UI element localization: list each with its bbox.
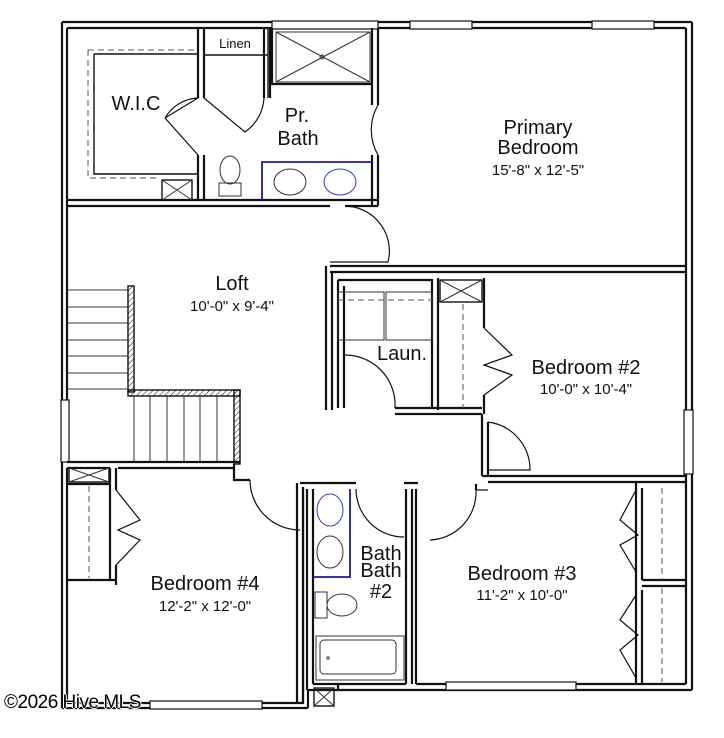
primary-bath-label-line2: Bath — [277, 128, 318, 150]
bath2-label-line2: Bath — [360, 560, 401, 582]
loft-label: Loft — [215, 273, 249, 295]
bedroom4-walls — [232, 464, 305, 703]
bath2-label-line1: Bath — [360, 543, 401, 565]
window-shower — [271, 20, 379, 30]
wic-label: W.I.C — [112, 93, 161, 115]
bedroom3-walls — [414, 484, 488, 684]
primary-suite-doors — [164, 97, 390, 263]
shower — [275, 31, 371, 83]
bedroom3-label: Bedroom #3 — [468, 563, 577, 585]
loft-dimensions: 10'-0" x 9'-4" — [190, 298, 274, 315]
primary-bath-fixtures — [218, 155, 372, 200]
bedroom4-label: Bedroom #4 — [151, 573, 260, 595]
bedroom4-closet — [67, 467, 142, 585]
windows — [60, 20, 694, 710]
bath2-fixtures — [313, 489, 405, 681]
window-stair — [60, 399, 70, 463]
primary-bath-label-line1: Pr. — [285, 105, 309, 127]
primary-bedroom-label-line2: Bedroom — [497, 137, 578, 159]
bedroom2-dimensions: 10'-0" x 10'-4" — [540, 381, 632, 398]
wic-shelving — [87, 49, 198, 201]
window-primary-2 — [591, 20, 655, 30]
linen-label: Linen — [219, 36, 251, 51]
primary-bedroom-walls — [330, 264, 686, 274]
bedroom2-closet — [436, 278, 514, 414]
window-bedroom4 — [149, 700, 263, 710]
bedroom3-closets — [619, 482, 686, 684]
copyright-watermark: ©2026 Hive MLS — [4, 692, 141, 713]
bedroom2-label: Bedroom #2 — [532, 357, 641, 379]
primary-suite-walls — [67, 28, 380, 208]
laundry-label: Laun. — [377, 343, 427, 365]
bedroom4-dimensions: 12'-2" x 12'-0" — [159, 598, 251, 615]
bath2-label-line3: #2 — [370, 581, 392, 603]
bedroom3-dimensions: 11'-2" x 10'-0" — [476, 587, 567, 604]
room-labels: W.I.C Linen Pr. Bath Primary Bedroom 15'… — [112, 36, 641, 615]
bath2-walls — [300, 481, 418, 707]
laundry-walls — [324, 266, 482, 416]
bedroom2-walls — [480, 414, 686, 484]
window-bedroom2 — [683, 409, 694, 475]
primary-bedroom-dimensions: 15'-8" x 12'-5" — [492, 162, 584, 179]
window-bedroom3 — [445, 681, 577, 691]
window-primary-1 — [409, 20, 473, 30]
primary-bedroom-label-line1: Primary — [504, 117, 573, 139]
